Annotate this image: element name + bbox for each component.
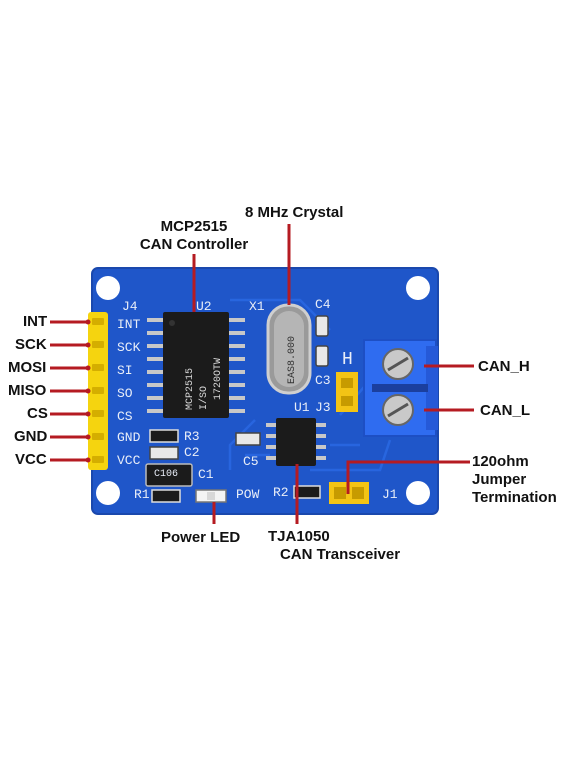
silk-j3: J3 bbox=[315, 400, 331, 415]
yellow-pin-header-icon bbox=[88, 312, 108, 470]
silk-c3: C3 bbox=[315, 373, 331, 388]
callout-sck: SCK bbox=[15, 336, 47, 353]
ic-chip-icon bbox=[147, 312, 245, 418]
u2-marking-1: MCP2515 bbox=[185, 368, 196, 410]
silk-pin-sck: SCK bbox=[117, 340, 141, 355]
callout-gnd: GND bbox=[14, 428, 48, 445]
mounting-hole-icon bbox=[96, 481, 120, 505]
screw-terminal-icon bbox=[363, 339, 438, 437]
silk-c1: C1 bbox=[198, 467, 214, 482]
silk-c4: C4 bbox=[315, 297, 331, 312]
callout-vcc: VCC bbox=[15, 451, 47, 468]
resistor-r1 bbox=[151, 489, 181, 503]
resistor-r3 bbox=[149, 429, 179, 443]
silk-j1: J1 bbox=[382, 487, 398, 502]
silk-pin-vcc: VCC bbox=[117, 453, 141, 468]
callout-lines bbox=[50, 224, 474, 524]
mounting-hole-icon bbox=[406, 481, 430, 505]
callout-int: INT bbox=[23, 313, 48, 330]
silk-u2: U2 bbox=[196, 299, 212, 314]
callout-transceiver-line1: TJA1050 bbox=[268, 528, 330, 545]
silk-pin-cs: CS bbox=[117, 409, 133, 424]
mounting-hole-icon bbox=[406, 276, 430, 300]
u2-marking-3: 1720OTW bbox=[213, 358, 224, 400]
cap-marking: C106 bbox=[154, 469, 179, 480]
callout-controller-line2: CAN Controller bbox=[139, 236, 249, 253]
silk-r1: R1 bbox=[134, 487, 150, 502]
silk-pin-so: SO bbox=[117, 386, 133, 401]
capacitor-c4 bbox=[315, 315, 329, 337]
callout-jumper-line1: 120ohm bbox=[472, 453, 529, 470]
callout-mosi: MOSI bbox=[8, 359, 47, 376]
callout-power-led: Power LED bbox=[161, 529, 241, 546]
silk-u1: U1 bbox=[294, 400, 310, 415]
callout-transceiver-line2: CAN Transceiver bbox=[279, 546, 401, 563]
mounting-hole-icon bbox=[96, 276, 120, 300]
silk-pin-int: INT bbox=[117, 317, 141, 332]
resistor-r2 bbox=[293, 485, 321, 499]
callout-cs: CS bbox=[27, 405, 48, 422]
silk-h: H bbox=[342, 350, 353, 370]
silk-c5: C5 bbox=[243, 454, 259, 469]
capacitor-c5 bbox=[235, 432, 261, 446]
callout-miso: MISO bbox=[8, 382, 47, 399]
callout-controller-line1: MCP2515 bbox=[160, 218, 228, 235]
callout-jumper-line2: Jumper bbox=[472, 471, 527, 488]
silk-c2: C2 bbox=[184, 445, 200, 460]
crystal-marking: EAS8.000 bbox=[287, 336, 298, 384]
silk-r3: R3 bbox=[184, 429, 200, 444]
capacitor-c1 bbox=[145, 463, 193, 487]
silk-x1: X1 bbox=[249, 299, 265, 314]
jumper-j3 bbox=[336, 372, 358, 412]
silk-pow: POW bbox=[236, 487, 260, 502]
silk-j4: J4 bbox=[122, 299, 138, 314]
silk-r2: R2 bbox=[273, 485, 289, 500]
callout-jumper-line3: Termination bbox=[472, 489, 557, 506]
callout-crystal: 8 MHz Crystal bbox=[245, 204, 344, 221]
u2-marking-2: I/SO bbox=[198, 386, 210, 410]
ic-chip-icon bbox=[266, 418, 326, 466]
callout-can-l: CAN_L bbox=[480, 402, 531, 419]
capacitor-c2 bbox=[149, 446, 179, 460]
callout-dots bbox=[85, 319, 91, 463]
silk-pin-gnd: GND bbox=[117, 430, 141, 445]
silk-pin-si: SI bbox=[117, 363, 133, 378]
led-icon bbox=[195, 489, 227, 503]
callout-can-h: CAN_H bbox=[478, 358, 530, 375]
capacitor-c3 bbox=[315, 345, 329, 367]
